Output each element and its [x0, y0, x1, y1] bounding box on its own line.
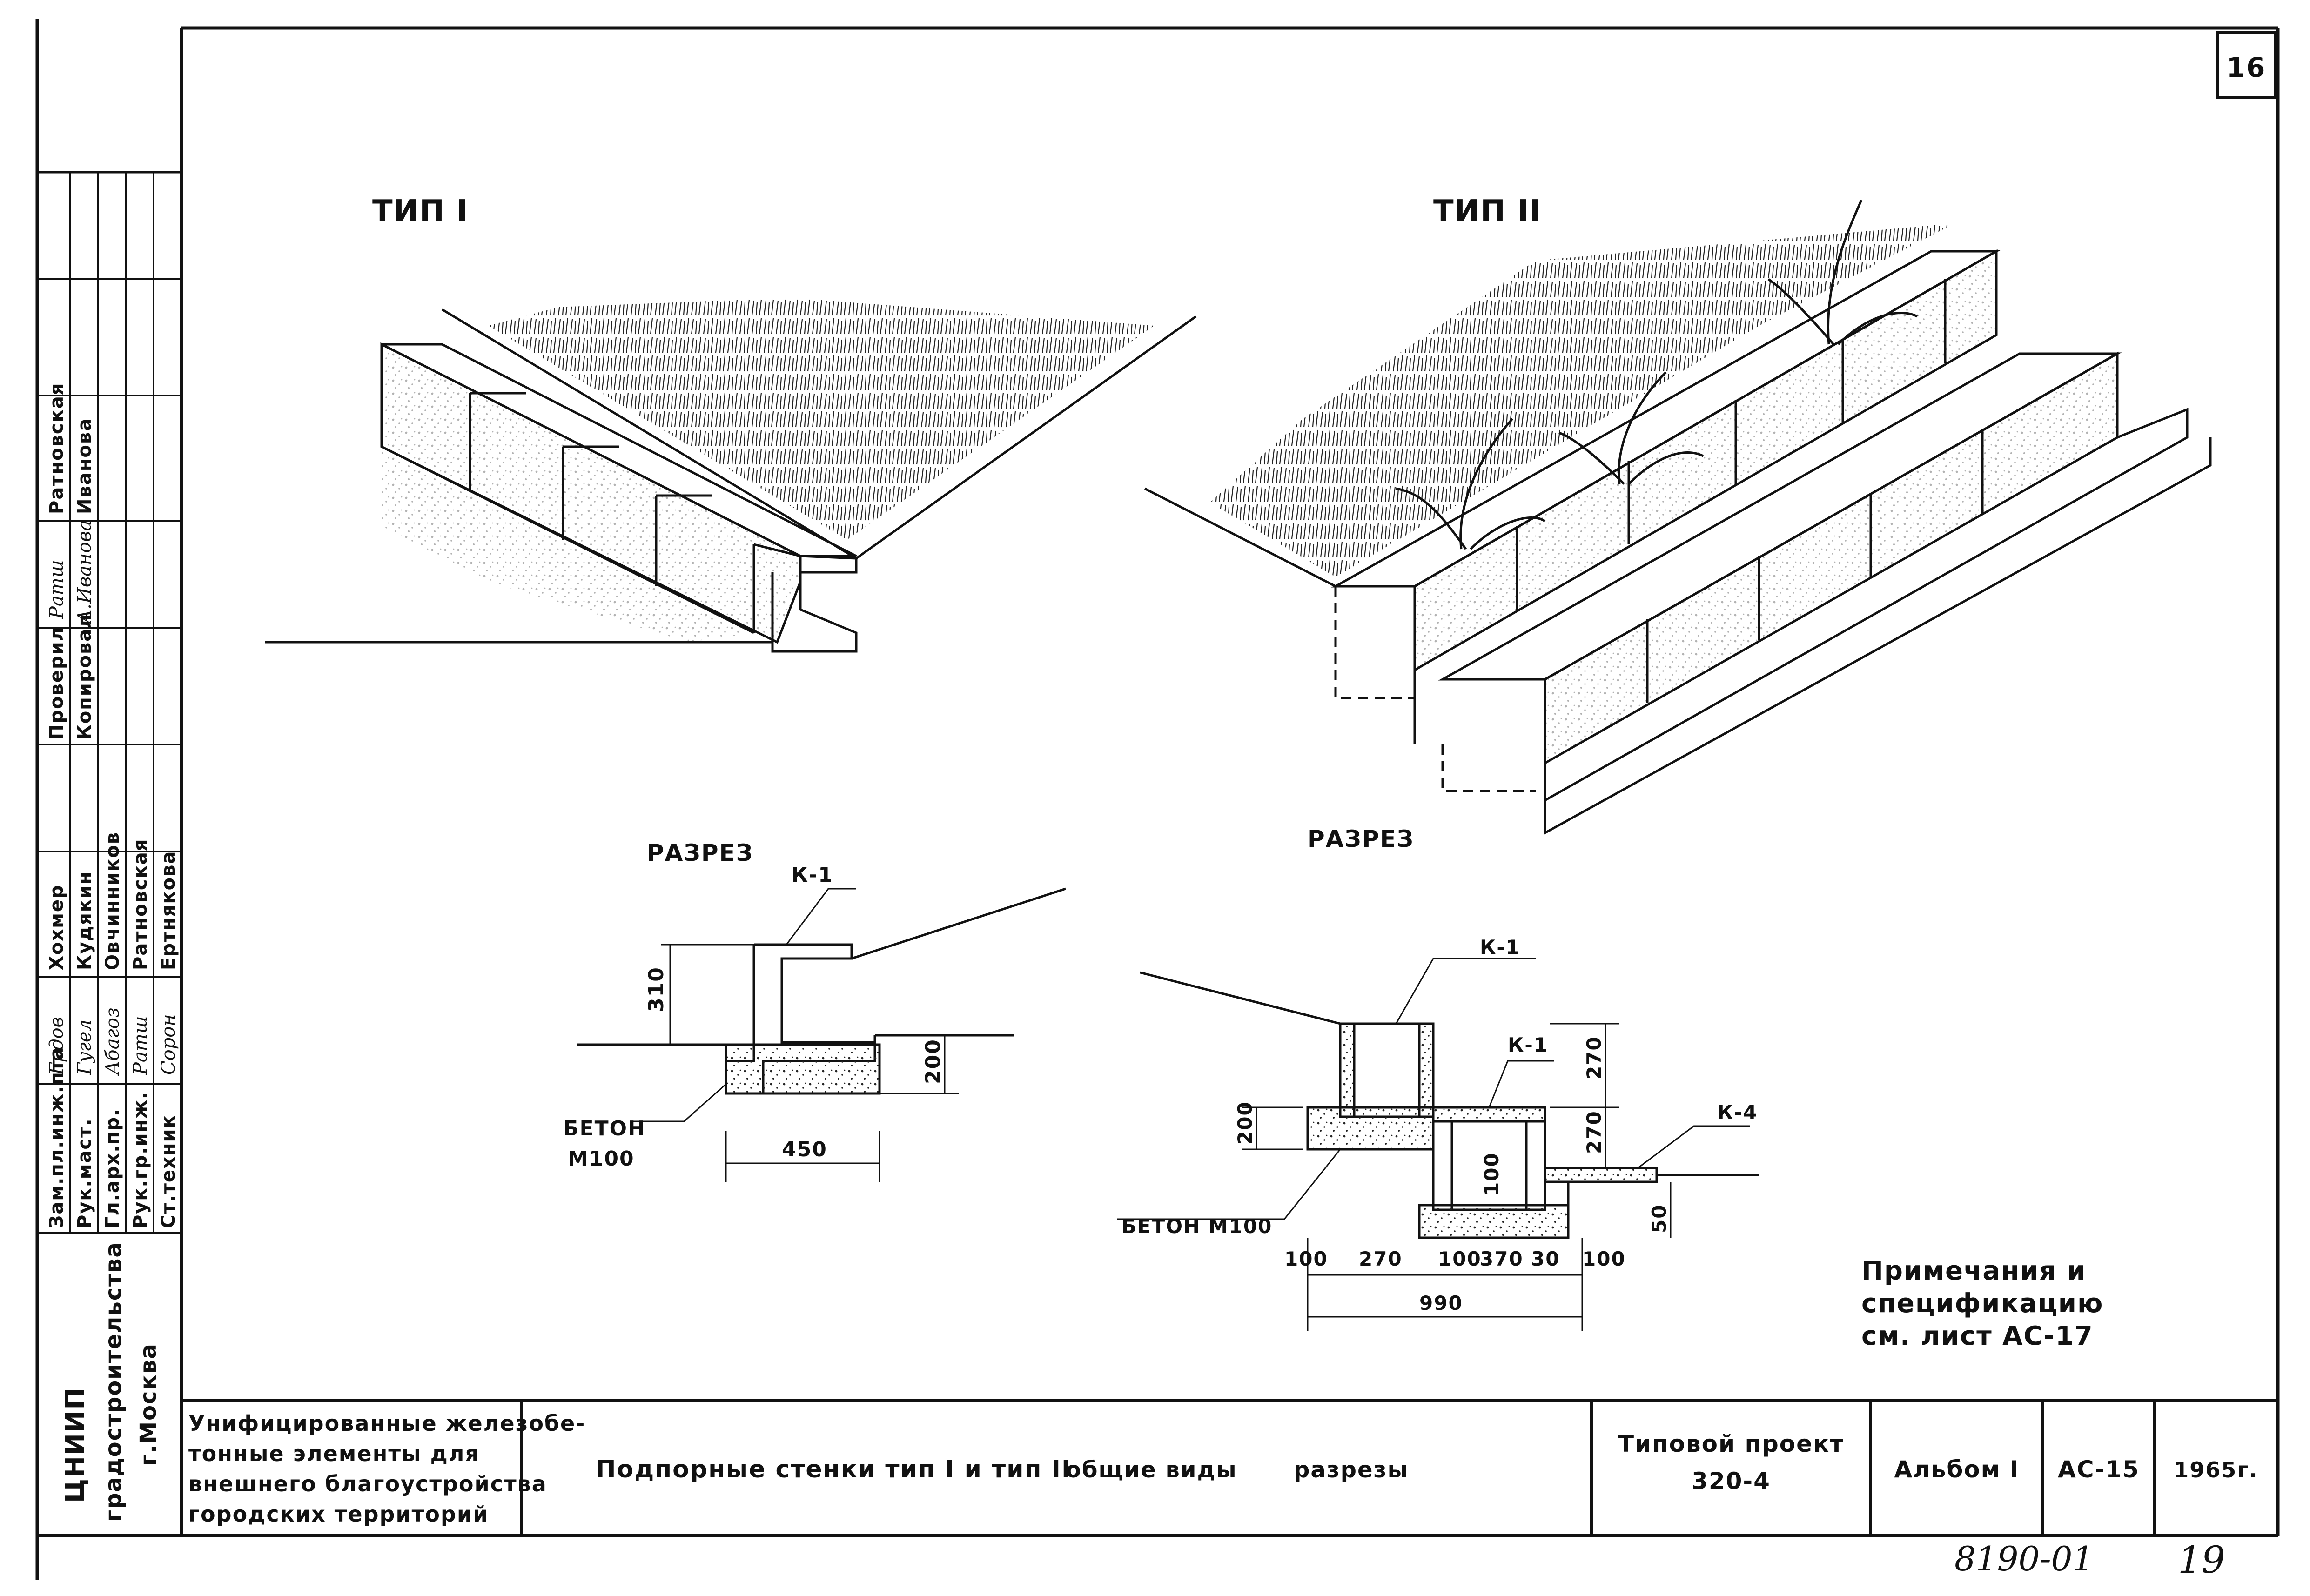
footer-archive-number: 8190-01 — [1954, 1539, 2094, 1578]
approval-name-4: Ратновская — [130, 838, 151, 970]
approval-role-4: Рук.гр.инж. — [130, 1091, 151, 1228]
section2-drawing — [1117, 958, 1759, 1331]
approval-name-3: Овчинников — [102, 832, 123, 970]
section2-dim-b3: 100 — [1438, 1247, 1482, 1270]
section1-concrete-2: М100 — [568, 1147, 635, 1171]
plant-decoration — [1396, 199, 1918, 550]
footer-page-number: 19 — [2178, 1538, 2225, 1582]
section2-dim-total: 990 — [1419, 1292, 1463, 1314]
notes-block: Примечания и спецификацию см. лист АС-17 — [1861, 1256, 2103, 1351]
approval-sign-1: Грдов — [46, 1017, 67, 1075]
checked-sign: Ратш — [46, 560, 67, 619]
series-line-1: Унифицированные железобе- — [188, 1411, 585, 1436]
section2-dim-50: 50 — [1648, 1204, 1671, 1233]
section2-tag-k4: К-4 — [1717, 1101, 1758, 1124]
approval-role-2: Рук.маст. — [74, 1118, 95, 1228]
project-line-1: Типовой проект — [1618, 1430, 1844, 1457]
notes-line-2: спецификацию — [1861, 1288, 2103, 1319]
section2-labels: К-1 К-1 К-4 270 270 200 100 50 БЕТОН М10… — [1121, 936, 1758, 1314]
approval-sign-3: Абагоз — [102, 1007, 123, 1076]
section2-concrete: БЕТОН М100 — [1121, 1215, 1272, 1238]
section1-title: РАЗРЕЗ — [647, 839, 753, 866]
approval-name-2: Кудякин — [74, 871, 95, 970]
notes-line-1: Примечания и — [1861, 1256, 2086, 1286]
series-line-4: городских территорий — [188, 1502, 489, 1527]
section2-dim-100-inner: 100 — [1480, 1152, 1503, 1196]
approval-sign-4: Ратш — [130, 1016, 151, 1075]
series-line-3: внешнего благоустройства — [188, 1471, 547, 1496]
section1-dim-310: 310 — [645, 966, 668, 1012]
approval-rows: Зам.пл.инж.пта Рук.маст. Гл.арх.пр. Рук.… — [46, 382, 179, 1228]
project-line-2: 320-4 — [1692, 1468, 1771, 1495]
copied-name: Иванова — [74, 418, 95, 514]
section2-dim-200: 200 — [1234, 1101, 1256, 1145]
section2-dim-b2: 270 — [1359, 1247, 1403, 1270]
org-line-1: ЦНИИП — [60, 1387, 90, 1503]
drawing-subtitle-1: общие виды — [1066, 1457, 1237, 1483]
sheet-number: 16 — [2227, 52, 2266, 83]
approval-strip — [37, 171, 181, 1234]
section1-labels: К-1 310 200 450 БЕТОН М100 — [563, 863, 945, 1171]
sheet-number-box: 16 — [2216, 31, 2277, 99]
notes-line-3: см. лист АС-17 — [1861, 1321, 2094, 1351]
org-line-3: г.Москва — [135, 1343, 161, 1466]
type1-perspective — [265, 298, 1197, 653]
title-block-lines — [181, 1399, 2278, 1536]
album-label: Альбом I — [1894, 1456, 2019, 1483]
section2-dim-270-top: 270 — [1583, 1036, 1605, 1080]
type2-perspective — [1144, 199, 2212, 835]
series-line-2: тонные элементы для — [188, 1441, 480, 1466]
approval-role-3: Гл.арх.пр. — [102, 1108, 123, 1228]
drawing-title: Подпорные стенки тип I и тип II — [596, 1455, 1071, 1483]
type2-title: ТИП II — [1433, 194, 1542, 228]
section1-drawing — [577, 887, 1066, 1182]
approval-sign-5: Сорон — [158, 1014, 179, 1075]
approval-sign-2: Гугел — [74, 1019, 95, 1075]
section1-dim-200: 200 — [921, 1039, 945, 1084]
type1-title: ТИП I — [372, 194, 469, 228]
section2-dim-b6: 100 — [1582, 1247, 1626, 1270]
approval-name-5: Ертнякова — [158, 851, 179, 970]
section2-dim-b5: 30 — [1531, 1247, 1560, 1270]
title-block-text: Унифицированные железобе- тонные элемент… — [188, 1411, 2258, 1527]
org-line-2: градостроительства — [101, 1241, 127, 1522]
approval-role-1: Зам.пл.инж.пта — [46, 1046, 67, 1228]
section2-dim-b1: 100 — [1284, 1247, 1328, 1270]
section1-dim-450: 450 — [782, 1138, 827, 1161]
organization-block: ЦНИИП градостроительства г.Москва — [60, 1241, 161, 1522]
section1-concrete-1: БЕТОН — [563, 1117, 646, 1140]
drawing-year: 1965г. — [2174, 1457, 2258, 1482]
section2-tag-k1-top: К-1 — [1480, 936, 1520, 959]
copied-label: Копировал — [74, 613, 95, 740]
section2-title: РАЗРЕЗ — [1308, 825, 1414, 852]
approval-role-5: Ст.техник — [158, 1114, 179, 1228]
section2-dim-270-bottom: 270 — [1583, 1110, 1605, 1154]
checked-label: Проверил — [46, 626, 67, 740]
checked-name: Ратновская — [46, 382, 67, 514]
section2-tag-k1-inner: К-1 — [1508, 1033, 1548, 1056]
copied-sign: А.Иванова — [74, 520, 95, 625]
approval-name-1: Хохмер — [46, 884, 67, 970]
drawing-code: АС-15 — [2058, 1456, 2140, 1483]
drawing-subtitle-2: разрезы — [1294, 1457, 1409, 1483]
section2-dim-b4: 370 — [1480, 1247, 1524, 1270]
section1-tag-k1: К-1 — [791, 863, 833, 887]
